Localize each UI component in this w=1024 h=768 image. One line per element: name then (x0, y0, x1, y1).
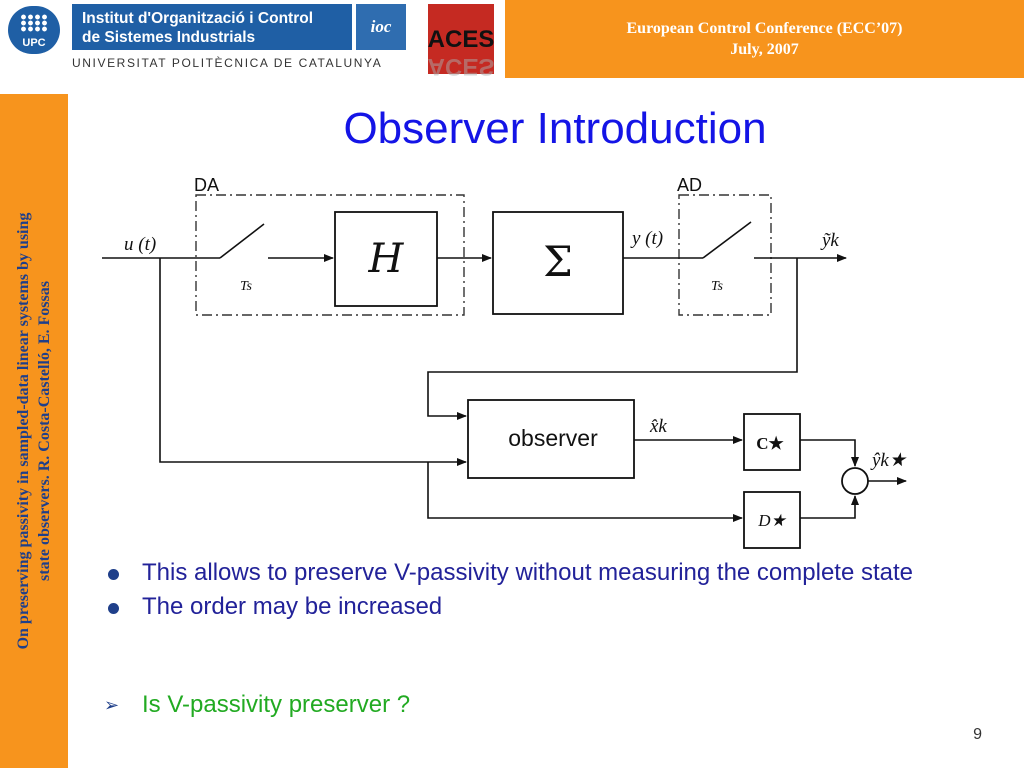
header-logos: UPC Institut d'Organització i Control de… (0, 0, 505, 80)
conference-date: July, 2007 (730, 41, 799, 58)
d-to-sum-line (800, 495, 859, 519)
observer-block (467, 399, 635, 479)
input-to-d-line (427, 462, 743, 522)
aces-logo-label: ACES (427, 26, 495, 53)
bullet-item-1: This allows to preserve V-passivity with… (102, 560, 982, 586)
da-sample-period-label: Ts (240, 279, 253, 294)
bullet-text-1: This allows to preserve V-passivity with… (142, 559, 914, 586)
institute-line-2: de Sistemes Industrials (82, 29, 256, 46)
page-number: 9 (973, 726, 982, 743)
ad-sample-period-label: Ts (711, 279, 724, 294)
aces-logo-reflection: ACES (427, 53, 495, 80)
c-block-label: C★ (756, 434, 784, 453)
sampled-output-feedback-line (427, 258, 798, 420)
hold-block-label: H (368, 236, 405, 282)
da-sampler-switch (219, 223, 265, 259)
output-y-label: y (t) (630, 228, 663, 249)
da-label: DA (194, 175, 219, 195)
ad-label: AD (677, 175, 702, 195)
conference-name: European Control Conference (ECC’07) (626, 20, 903, 37)
aces-logo: ACES ACES (428, 4, 494, 80)
upc-logo: UPC (8, 6, 60, 54)
sidebar-citation: On preserving passivity in sampled-data … (13, 101, 55, 761)
bullet-text-2: The order may be increased (142, 593, 443, 620)
c-block (743, 413, 801, 471)
state-estimate-label: x̂k (649, 416, 667, 437)
observer-block-label: observer (508, 425, 598, 451)
sidebar: On preserving passivity in sampled-data … (0, 94, 68, 768)
ad-dashed-region (678, 194, 772, 316)
bullet-list: This allows to preserve V-passivity with… (102, 560, 982, 620)
conference-banner: European Control Conference (ECC’07) Jul… (505, 0, 1024, 78)
da-dashed-region (195, 194, 465, 316)
bullet-dot-icon (108, 603, 119, 614)
question-text: Is V-passivity preserver ? (142, 691, 411, 718)
sampled-output-label: ỹk (820, 230, 839, 251)
ad-sampler-switch (702, 221, 752, 259)
sidebar-line-2: state observers. R. Costa-Castelló, E. F… (36, 281, 53, 581)
plant-block (492, 211, 624, 315)
summing-junction (841, 467, 869, 495)
input-to-observer-line (159, 258, 467, 466)
university-name: UNIVERSITAT POLITÈCNICA DE CATALUNYA (72, 56, 383, 70)
estimated-output-label: ŷk★ (870, 450, 907, 471)
observer-block-diagram: DA AD u (t) Ts H Σ y (t) Ts ỹk observer … (102, 175, 907, 549)
sidebar-line-1: On preserving passivity in sampled-data … (15, 212, 32, 650)
plant-block-label: Σ (543, 237, 573, 286)
upc-dots-icon (20, 14, 48, 32)
question-item: ➢ Is V-passivity preserver ? (102, 692, 410, 718)
d-block-label: D★ (757, 511, 787, 530)
institute-logo: Institut d'Organització i Control de Sis… (72, 4, 352, 50)
ioc-logo: ioc (356, 4, 406, 50)
input-u-label: u (t) (124, 234, 156, 255)
ioc-logo-label: ioc (370, 17, 392, 36)
bullet-dot-icon (108, 569, 119, 580)
bullet-item-2: The order may be increased (102, 594, 982, 620)
upc-logo-label: UPC (22, 37, 46, 49)
c-to-sum-line (800, 439, 859, 467)
hold-block (334, 211, 438, 307)
d-block (743, 491, 801, 549)
slide-title: Observer Introduction (343, 104, 767, 153)
institute-line-1: Institut d'Organització i Control (82, 10, 314, 27)
arrow-bullet-icon: ➢ (104, 695, 120, 715)
